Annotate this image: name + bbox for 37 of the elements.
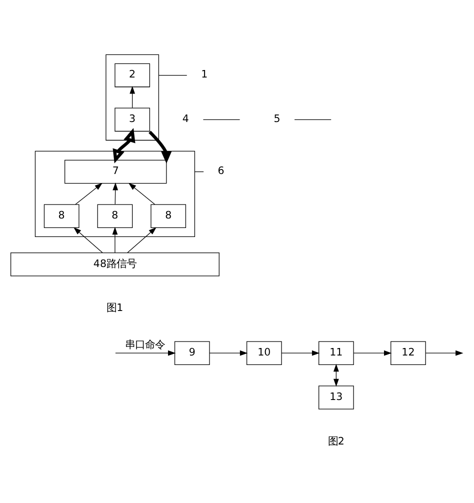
edge-label: 串口命令	[125, 338, 166, 351]
arrow	[74, 227, 103, 253]
arrow	[75, 182, 102, 205]
arrow	[128, 182, 156, 205]
node-box: 8	[44, 204, 80, 228]
arrow	[148, 130, 172, 164]
node-box: 48路信号	[10, 252, 220, 276]
node-box: 9	[174, 341, 210, 365]
node-text: 1	[201, 68, 208, 81]
node-box: 11	[318, 341, 354, 365]
cluster	[106, 54, 160, 141]
arrow	[209, 350, 248, 356]
arrow	[425, 350, 464, 356]
node-box: 13	[318, 386, 354, 410]
arrow	[115, 350, 176, 356]
arrow	[112, 182, 118, 205]
node-box: 2	[114, 63, 150, 88]
arrow	[353, 350, 392, 356]
node-text: 6	[218, 165, 224, 178]
node-box: 3	[114, 108, 150, 132]
arrow	[130, 86, 136, 108]
connector	[202, 119, 240, 120]
connector	[294, 119, 332, 120]
label: 图1	[106, 302, 124, 314]
node-text: 5	[274, 113, 280, 126]
connector	[158, 74, 188, 76]
node-box: 8	[150, 204, 186, 228]
node-box: 7	[64, 160, 167, 184]
arrow	[127, 227, 156, 253]
node-box: 8	[97, 204, 133, 228]
node-text: 4	[182, 113, 189, 126]
arrow	[281, 350, 320, 356]
node-box: 10	[246, 341, 282, 365]
arrow	[112, 128, 136, 164]
node-box: 12	[390, 341, 426, 365]
arrow	[112, 226, 118, 253]
label: 图2	[328, 435, 344, 448]
